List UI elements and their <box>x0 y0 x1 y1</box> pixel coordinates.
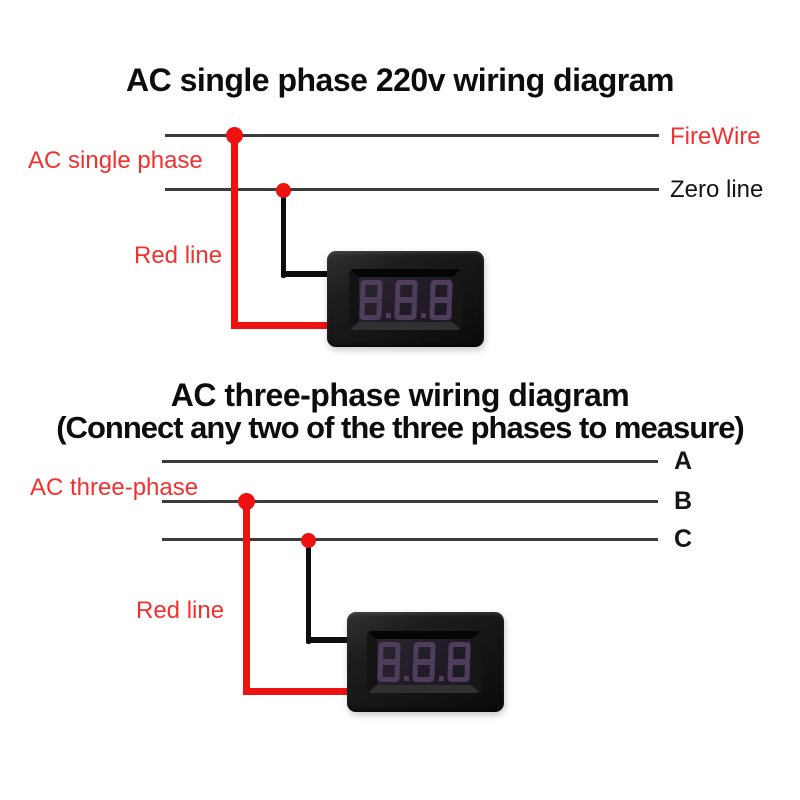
zero-line-label: Zero line <box>670 176 764 203</box>
black-wire-vertical-1 <box>281 188 286 278</box>
diagram1-title: AC single phase 220v wiring diagram <box>125 62 675 98</box>
black-wire-horizontal-1 <box>281 271 340 277</box>
junction-dot-zeroline <box>276 183 291 198</box>
black-wire-horizontal-2 <box>306 637 362 643</box>
voltmeter-2 <box>347 612 504 712</box>
red-wire-vertical-2 <box>243 499 250 695</box>
red-wire-horizontal-2 <box>243 688 360 695</box>
phase-b-label: B <box>674 487 693 515</box>
zero-line <box>165 188 659 191</box>
decimal-point-dot <box>385 313 391 318</box>
voltmeter-2-display <box>367 631 481 693</box>
voltmeter-1 <box>327 251 484 347</box>
voltmeter-1-display <box>349 269 462 330</box>
junction-dot-firewire <box>226 127 243 144</box>
decimal-point-dot <box>404 676 409 681</box>
seven-segment-digit <box>358 279 383 320</box>
seven-segment-digit <box>377 642 401 682</box>
phase-b-line <box>162 500 658 503</box>
firewire-label: FireWire <box>670 123 761 150</box>
seven-segment-digit <box>447 642 471 682</box>
red-line-label-1: Red line <box>134 242 223 269</box>
red-wire-vertical-1 <box>231 133 238 329</box>
diagram2-title: AC three-phase wiring diagram <box>170 377 630 413</box>
phase-c-label: C <box>674 525 693 553</box>
phase-a-line <box>162 460 658 463</box>
firewire-line <box>165 134 659 137</box>
junction-dot-phase-c <box>301 533 316 548</box>
decimal-point-dot <box>439 676 444 681</box>
ac-three-phase-label: AC three-phase <box>30 474 199 501</box>
seven-segment-digit <box>412 642 436 682</box>
ac-single-phase-label: AC single phase <box>28 147 203 174</box>
red-wire-horizontal-1 <box>231 322 340 329</box>
phase-c-line <box>162 538 658 541</box>
junction-dot-phase-b <box>238 493 255 510</box>
black-wire-vertical-2 <box>306 540 311 644</box>
diagram2-subtitle: (Connect any two of the three phases to … <box>56 410 745 445</box>
seven-segment-digit <box>393 279 418 320</box>
seven-segment-digit <box>428 279 453 320</box>
red-line-label-2: Red line <box>136 597 225 624</box>
phase-a-label: A <box>674 447 693 475</box>
decimal-point-dot <box>420 313 426 318</box>
